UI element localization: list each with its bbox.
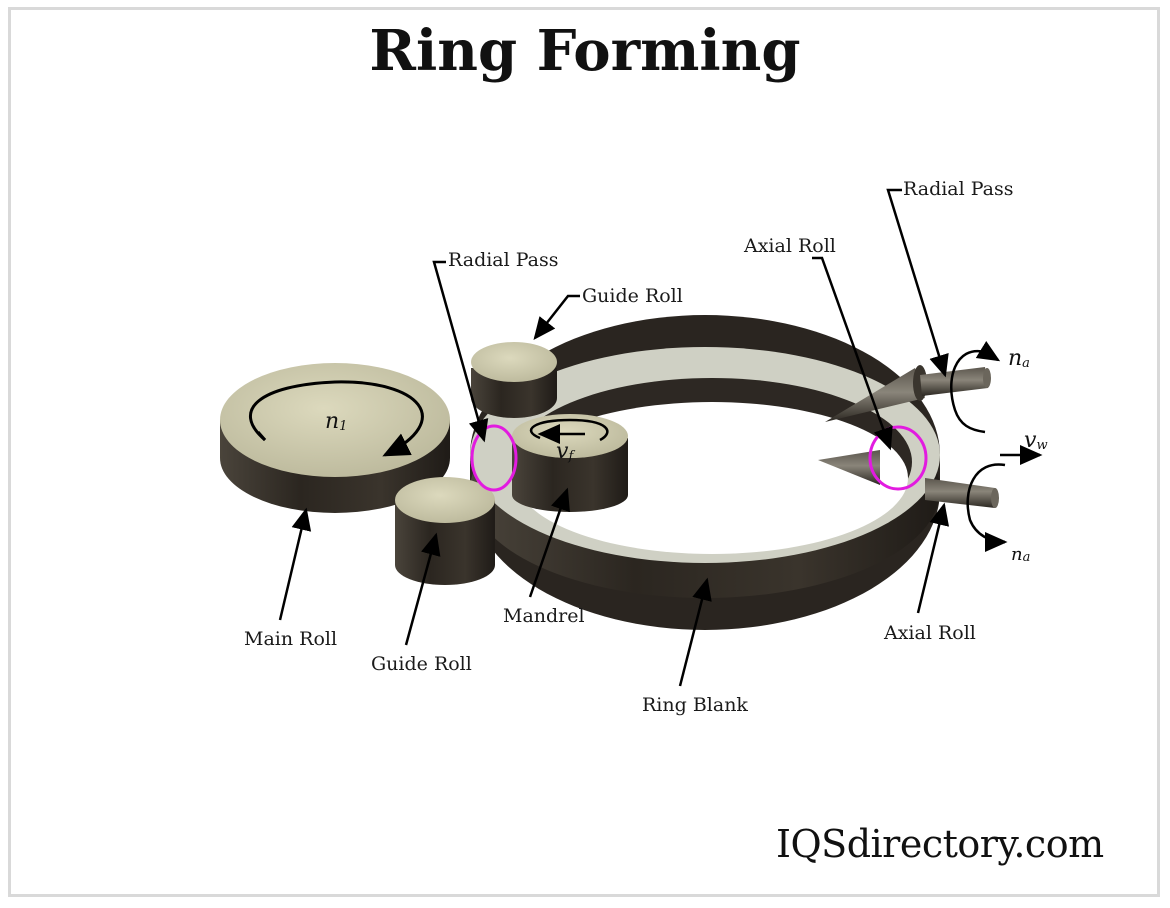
axial-pass-highlight-right xyxy=(868,425,928,491)
radial-pass-highlight-left xyxy=(470,424,518,492)
mandrel-rotation-arrow-icon xyxy=(529,418,609,442)
axial-roll-bottom xyxy=(818,450,999,508)
symbol-axial-speed-top: na xyxy=(1008,346,1030,371)
mandrel xyxy=(512,414,628,512)
leader-lines xyxy=(278,188,950,687)
label-ring-blank: Ring Blank xyxy=(642,694,748,716)
axial-top-rotation-icon xyxy=(950,349,986,434)
brand-watermark: IQSdirectory.com xyxy=(776,822,1104,866)
label-radial-pass-left: Radial Pass xyxy=(448,249,559,271)
label-axial-roll-top: Axial Roll xyxy=(743,235,836,257)
symbol-main-roll-speed: n1 xyxy=(325,409,347,434)
image-frame xyxy=(8,7,1160,897)
main-roll xyxy=(220,363,450,513)
label-main-roll: Main Roll xyxy=(244,628,337,650)
rotation-arrow-icon xyxy=(249,380,424,457)
symbol-axial-speed-bottom: na xyxy=(1011,544,1030,565)
guide-roll-top xyxy=(471,342,557,418)
label-guide-roll-bottom: Guide Roll xyxy=(371,653,472,675)
diagram-title: Ring Forming xyxy=(369,18,801,84)
label-mandrel: Mandrel xyxy=(503,605,585,627)
guide-roll-bottom xyxy=(395,477,495,585)
label-radial-pass-right: Radial Pass xyxy=(903,178,1014,200)
symbol-axial-feed: vw xyxy=(1024,428,1048,453)
symbol-mandrel-feed: vf xyxy=(556,439,575,464)
label-guide-roll-top: Guide Roll xyxy=(582,285,683,307)
ring-blank xyxy=(470,315,940,630)
label-axial-roll-bottom: Axial Roll xyxy=(883,622,976,644)
